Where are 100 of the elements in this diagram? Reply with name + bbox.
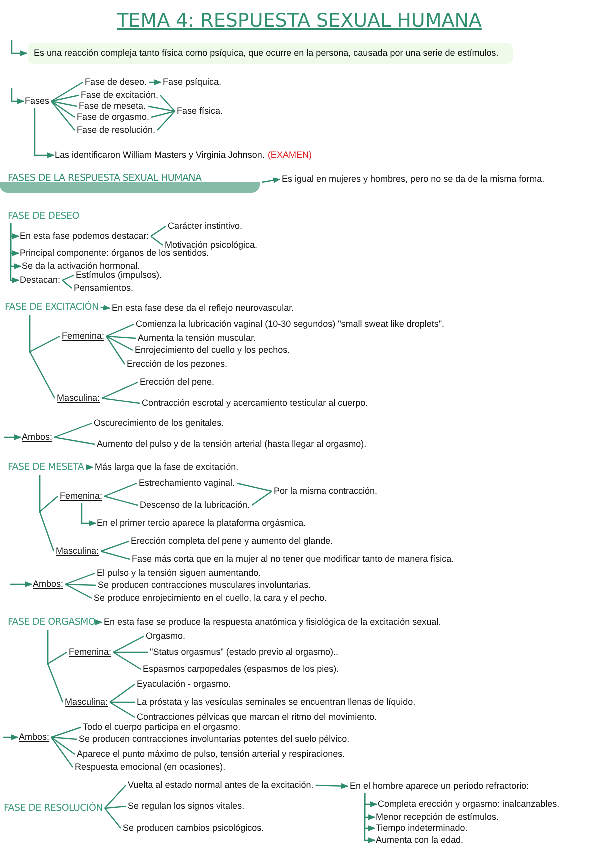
note-text: Fase psíquica. [163, 77, 222, 88]
subheading: Femenina: [60, 491, 103, 502]
branch-line [51, 737, 74, 768]
note-text: En esta fase podemos destacar: [20, 231, 150, 242]
note-text: Oscurecimiento de los genitales. [94, 418, 224, 429]
note-text: Vuelta al estado normal antes de la excitación. [128, 780, 314, 791]
branch-line [51, 82, 84, 102]
note-text: Tiempo indeterminado. [376, 823, 468, 834]
note-text: Menor recepción de estímulos. [376, 812, 500, 823]
section-heading-band: FASES DE LA RESPUESTA SEXUAL HUMANA [0, 172, 260, 193]
branch-line [113, 636, 144, 654]
note-text: Aumenta con la edad. [376, 835, 464, 846]
note-text: Se regulan los signos vitales. [128, 801, 245, 812]
branch-line [236, 482, 272, 492]
note-text: Aumento del pulso y de la tensión arterial (hasta llegar al orgasmo). [97, 439, 367, 450]
branch-line [51, 100, 78, 108]
arrow [10, 223, 20, 284]
branch-line [110, 702, 136, 718]
branch-line [150, 236, 164, 246]
branch-line [39, 475, 55, 552]
note-text: Principal componente: órganos de los sentidos. [20, 248, 210, 259]
subheading: Masculina: [57, 393, 100, 404]
arrow [100, 304, 111, 311]
branch-line [104, 496, 138, 506]
note-text: Erección de los pezones. [127, 359, 228, 370]
branch-line [151, 110, 176, 118]
note-text: Orgasmo. [146, 631, 186, 642]
arrow [262, 178, 281, 184]
note-text: Enrojecimiento del cuello y los pechos. [135, 345, 290, 356]
section-heading: FASE DE EXCITACIÓN [5, 302, 99, 313]
subheading: Ambos: [19, 732, 50, 743]
branch-line [150, 226, 166, 237]
branch-line [104, 482, 138, 498]
note-text: Por la misma contracción. [274, 486, 378, 497]
exam-tag: (EXAMEN) [268, 150, 312, 160]
branch-line [100, 540, 130, 552]
branch-line [102, 398, 140, 404]
section-heading: FASE DE ORGASMO [8, 617, 96, 628]
note-text: Fase de excitación. [81, 90, 159, 101]
branch-line [62, 280, 72, 289]
branch-line [157, 111, 176, 131]
note-text: Se da la activación hormonal. [22, 261, 140, 272]
subheading: Femenina: [69, 647, 112, 658]
branch-line [100, 550, 130, 560]
branch-line [47, 630, 64, 703]
branch-line [106, 336, 126, 365]
note-text: Fase de orgasmo. [77, 112, 150, 123]
branch-line [54, 436, 96, 446]
note-text: En el hombre aparece un periodo refractorio: [350, 781, 530, 792]
note-text: Es igual en mujeres y hombres, pero no se da de la misma forma. [282, 174, 545, 185]
branch-line [160, 95, 176, 112]
subheading: Ambos: [22, 432, 53, 443]
branch-line [66, 584, 96, 586]
note-text: Más larga que la fase de excitación. [95, 462, 239, 473]
note-text: Erección del pene. [140, 377, 215, 388]
subheading: Masculina: [65, 697, 108, 708]
note-text: Se producen cambios psicológicos. [123, 823, 264, 834]
arrow [4, 434, 22, 440]
subheading: Femenina: [62, 331, 105, 342]
branch-line [104, 806, 126, 810]
branch-line [62, 274, 74, 282]
note-text: El pulso y la tensión siguen aumentando. [97, 568, 262, 579]
branch-line [106, 324, 134, 338]
branch-line [104, 808, 122, 829]
note-text: Fase de meseta. [79, 101, 146, 112]
section-heading: FASE DE DESEO [8, 211, 80, 222]
arrow [364, 793, 376, 844]
note-text: Fase más corta que en la mujer al no tener que modificar tanto de manera física. [132, 554, 454, 565]
branch-line [51, 726, 82, 738]
section-heading: FASE DE MESETA [8, 462, 84, 473]
note-text: Aparece el punto máximo de pulso, tensión arterial y respiraciones. [77, 749, 346, 760]
note-text: Espasmos carpopedales (espasmos de los pies). [143, 664, 340, 675]
note-text: Motivación psicológica. [165, 240, 258, 251]
note-text: Aumenta la tensión muscular. [138, 333, 256, 344]
note-text: Estímulos (impulsos). [76, 270, 162, 281]
arrow [10, 582, 33, 588]
branch-line [51, 94, 80, 102]
arrow [96, 620, 103, 626]
branch-line [104, 785, 126, 809]
note-text: Contracción escrotal y acercamiento testicular al cuerpo. [142, 398, 368, 409]
note-text: Se produce enrojecimiento en el cuello, la cara y el pecho. [94, 593, 328, 604]
branch-line [114, 652, 148, 654]
note-text: Las identificaron William Masters y Virginia Johnson. [55, 150, 265, 160]
branch-line [102, 382, 138, 400]
note-text: Destacan: [20, 275, 61, 286]
note-text: Completa erección y orgasmo: inalcanzables. [378, 799, 560, 810]
branch-line [110, 702, 135, 704]
branch-line [106, 336, 134, 352]
branch-line [65, 584, 92, 600]
branch-line [65, 572, 96, 586]
arrow [34, 108, 55, 158]
arrow [11, 40, 28, 56]
note-text: "Status orgasmus" (estado previo al orgasmo).. [150, 647, 338, 658]
note-text: Contracciones pélvicas que marcan el ritmo del movimiento. [137, 712, 378, 723]
arrow [11, 88, 25, 104]
arrow [316, 783, 349, 790]
arrow [149, 80, 162, 86]
branch-line [29, 315, 56, 399]
note-text: Todo el cuerpo participa en el orgasmo. [83, 722, 241, 733]
note-text: Erección completa del pene y aumento del glande. [131, 536, 334, 547]
